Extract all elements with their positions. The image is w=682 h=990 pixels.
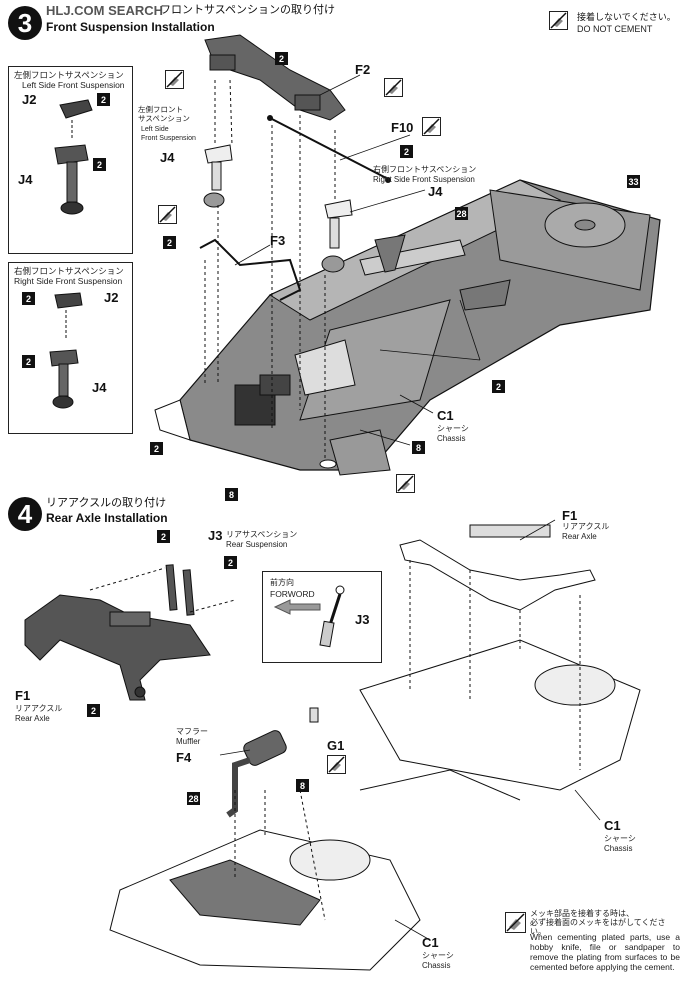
step-3-number: 3 [8, 6, 42, 40]
forward-j3-label: J3 [355, 612, 370, 627]
right-front-suspension-box [8, 262, 133, 434]
left-front-box-jp: 左側フロントサスペンション [14, 70, 124, 80]
j3-badge-a: 2 [157, 530, 170, 543]
f1-left-jp: リアアクスル [15, 704, 63, 713]
right-susp-en: Right Side Front Suspension [373, 175, 475, 184]
c1-right-label: C1 [604, 818, 621, 833]
c1-bottom-en: Chassis [422, 961, 451, 970]
f3-badge: 2 [163, 236, 176, 249]
c1-right-jp: シャーシ [604, 834, 636, 843]
f10-label: F10 [391, 120, 414, 135]
step-3-title-en: Front Suspension Installation [46, 20, 215, 34]
g1-label: G1 [327, 738, 345, 753]
j3-badge-b: 2 [224, 556, 237, 569]
right-front-box-en: Right Side Front Suspension [14, 276, 123, 286]
right-box-badge-a: 2 [22, 292, 35, 305]
right-box-j4-label: J4 [92, 380, 107, 395]
f3-label: F3 [270, 233, 286, 248]
forward-jp: 前方向 [270, 578, 294, 587]
right-front-box-jp: 右側フロントサスペンション [14, 266, 124, 276]
left-box-badge-b: 2 [93, 158, 106, 171]
no-cement-icon [549, 11, 568, 30]
plated-part-icon [327, 755, 346, 774]
step-3-title-jp: フロントサスペンションの取り付け [160, 4, 336, 16]
plated-part-icon [505, 912, 526, 933]
c1-bottom-jp: シャーシ [422, 951, 454, 960]
left-susp-jp: 左側フロント サスペンション [138, 105, 190, 123]
no-cement-icon [165, 70, 184, 89]
right-box-badge-b: 2 [22, 355, 35, 368]
muffler-en: Muffler [176, 737, 201, 746]
no-cement-icon [158, 205, 177, 224]
f1-left-badge: 2 [87, 704, 100, 717]
c1-bottom-label: C1 [422, 935, 439, 950]
badge-33: 33 [627, 175, 640, 188]
plated-note-en: When cementing plated parts, use a hobby… [530, 932, 680, 972]
no-cement-icon [396, 474, 415, 493]
do-not-cement-en: DO NOT CEMENT [577, 24, 653, 34]
f1-right-jp: リアアクスル [562, 522, 610, 531]
j4-left-label: J4 [160, 150, 175, 165]
plated-note-jp: メッキ部品を接着する時は、 必ず接着面のメッキをはがしてください。 [530, 909, 666, 936]
badge-28-top: 28 [455, 207, 468, 220]
muffler-badge-28: 28 [187, 792, 200, 805]
f1-right-en: Rear Axle [562, 532, 597, 541]
j4-right-label: J4 [428, 184, 443, 199]
f4-label: F4 [176, 750, 192, 765]
f2-label: F2 [355, 62, 371, 77]
badge-8-right: 8 [412, 441, 425, 454]
header-overlay: HLJ.COM SEARCH [46, 3, 164, 18]
f10-badge: 2 [400, 145, 413, 158]
j3-label: J3 [208, 528, 223, 543]
left-box-j2-label: J2 [22, 92, 37, 107]
right-box-j2-label: J2 [104, 290, 119, 305]
f1-right-label: F1 [562, 508, 578, 523]
c1-jp-top: シャーシ [437, 424, 469, 433]
left-susp-en: Left Side Front Suspension [141, 126, 196, 142]
c1-en-top: Chassis [437, 434, 466, 443]
f2-badge: 2 [275, 52, 288, 65]
muffler-badge-8: 8 [296, 779, 309, 792]
left-front-box-en: Left Side Front Suspension [22, 80, 125, 90]
c1-right-en: Chassis [604, 844, 633, 853]
badge-2-bottom: 2 [150, 442, 163, 455]
f1-left-label: F1 [15, 688, 31, 703]
badge-8-bottom: 8 [225, 488, 238, 501]
forward-en: FORWORD [270, 589, 315, 599]
step-4-number: 4 [8, 497, 42, 531]
no-cement-icon [384, 78, 403, 97]
do-not-cement-jp: 接着しないでください。 [577, 12, 676, 22]
right-susp-jp: 右側フロントサスペンション [373, 165, 477, 174]
f1-left-en: Rear Axle [15, 714, 50, 723]
j3-en: Rear Suspension [226, 540, 288, 549]
muffler-jp: マフラー [176, 727, 208, 736]
no-cement-icon [422, 117, 441, 136]
step-4-title-jp: リアアクスルの取り付け [46, 497, 167, 509]
left-box-j4-label: J4 [18, 172, 33, 187]
c1-label-top: C1 [437, 408, 454, 423]
step-4-title-en: Rear Axle Installation [46, 511, 168, 525]
j3-jp: リアサスペンション [226, 530, 298, 539]
badge-2-chassis: 2 [492, 380, 505, 393]
left-box-badge-a: 2 [97, 93, 110, 106]
